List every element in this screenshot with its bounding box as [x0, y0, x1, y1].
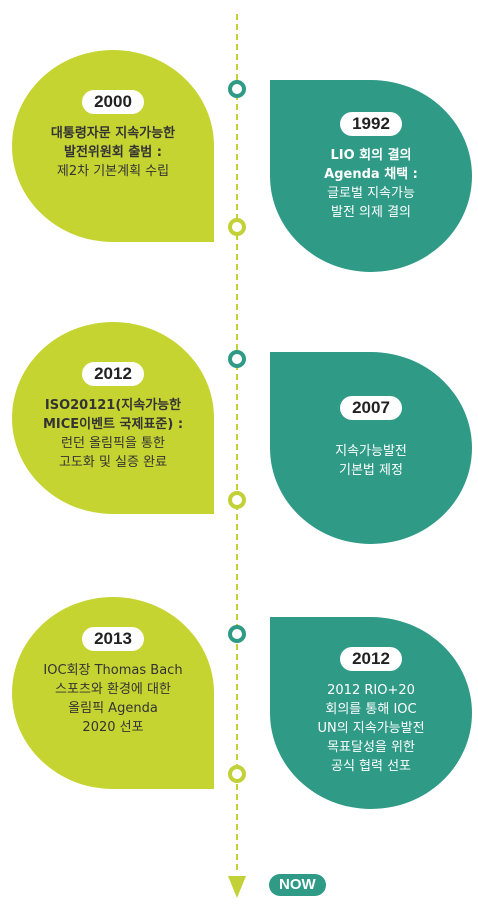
text-line: 목표달성을 위한 — [327, 740, 415, 755]
timeline-card-2012-left: 2012 ISO20121(지속가능한 MICE이벤트 국제표준) : 런던 올… — [12, 322, 214, 514]
text-line: 공식 협력 선포 — [330, 759, 412, 774]
year-badge: 2012 — [340, 647, 402, 671]
text-line: 올림픽 Agenda — [68, 701, 158, 716]
timeline-node — [228, 80, 246, 98]
timeline-dashed-line — [236, 14, 238, 870]
card-text: IOC회장 Thomas Bach 스포츠와 환경에 대한 올림픽 Agenda… — [37, 661, 188, 737]
text-line: 고도화 및 실증 완료 — [58, 455, 168, 470]
text-line: ISO20121(지속가능한 — [44, 398, 182, 413]
card-text: 대통령자문 지속가능한 발전위원회 출범 : 제2차 기본계획 수립 — [45, 124, 181, 181]
text-line: 스포츠와 환경에 대한 — [55, 682, 171, 697]
text-line: 제2차 기본계획 수립 — [56, 164, 170, 179]
year-badge: 2012 — [82, 362, 144, 386]
timeline-node — [228, 765, 246, 783]
text-line: 기본법 제정 — [339, 463, 403, 478]
timeline-card-1992: 1992 LIO 회의 결의 Agenda 채택 : 글로벌 지속가능 발전 의… — [270, 80, 472, 272]
timeline-card-2000: 2000 대통령자문 지속가능한 발전위원회 출범 : 제2차 기본계획 수립 — [12, 50, 214, 242]
text-line: 지속가능발전 — [335, 444, 407, 459]
text-line: UN의 지속가능발전 — [317, 721, 425, 736]
year-badge: 1992 — [340, 112, 402, 136]
year-badge: 2000 — [82, 90, 144, 114]
text-line: MICE이벤트 국제표준) : — [42, 417, 184, 432]
timeline-card-2013: 2013 IOC회장 Thomas Bach 스포츠와 환경에 대한 올림픽 A… — [12, 597, 214, 789]
timeline-node — [228, 491, 246, 509]
timeline-card-2012-right: 2012 2012 RIO+20 회의를 통해 IOC UN의 지속가능발전 목… — [270, 617, 472, 809]
text-line: 2012 RIO+20 — [327, 683, 415, 698]
text-line: 회의를 통해 IOC — [325, 702, 417, 717]
timeline-node — [228, 350, 246, 368]
text-line: Agenda 채택 : — [324, 167, 418, 182]
year-badge: 2013 — [82, 627, 144, 651]
text-line: IOC회장 Thomas Bach — [43, 663, 183, 678]
year-badge: 2007 — [340, 396, 402, 420]
timeline-card-2007: 2007 지속가능발전 기본법 제정 — [270, 352, 472, 544]
card-text: LIO 회의 결의 Agenda 채택 : 글로벌 지속가능 발전 의제 결의 — [318, 146, 424, 222]
card-text: 2012 RIO+20 회의를 통해 IOC UN의 지속가능발전 목표달성을 … — [311, 681, 430, 776]
timeline-node — [228, 218, 246, 236]
text-line: 런던 올림픽을 통한 — [61, 436, 165, 451]
now-badge: NOW — [269, 874, 326, 896]
text-line: 대통령자문 지속가능한 — [50, 126, 176, 141]
text-line: 2020 선포 — [82, 720, 144, 735]
text-line: 발전위원회 출범 : — [64, 145, 162, 160]
card-text: ISO20121(지속가능한 MICE이벤트 국제표준) : 런던 올림픽을 통… — [37, 396, 189, 472]
text-line: 글로벌 지속가능 — [327, 186, 415, 201]
card-text: 지속가능발전 기본법 제정 — [329, 442, 413, 480]
text-line: 발전 의제 결의 — [330, 205, 412, 220]
timeline-arrow-icon — [228, 876, 246, 898]
text-line: LIO 회의 결의 — [330, 148, 412, 163]
timeline-node — [228, 625, 246, 643]
